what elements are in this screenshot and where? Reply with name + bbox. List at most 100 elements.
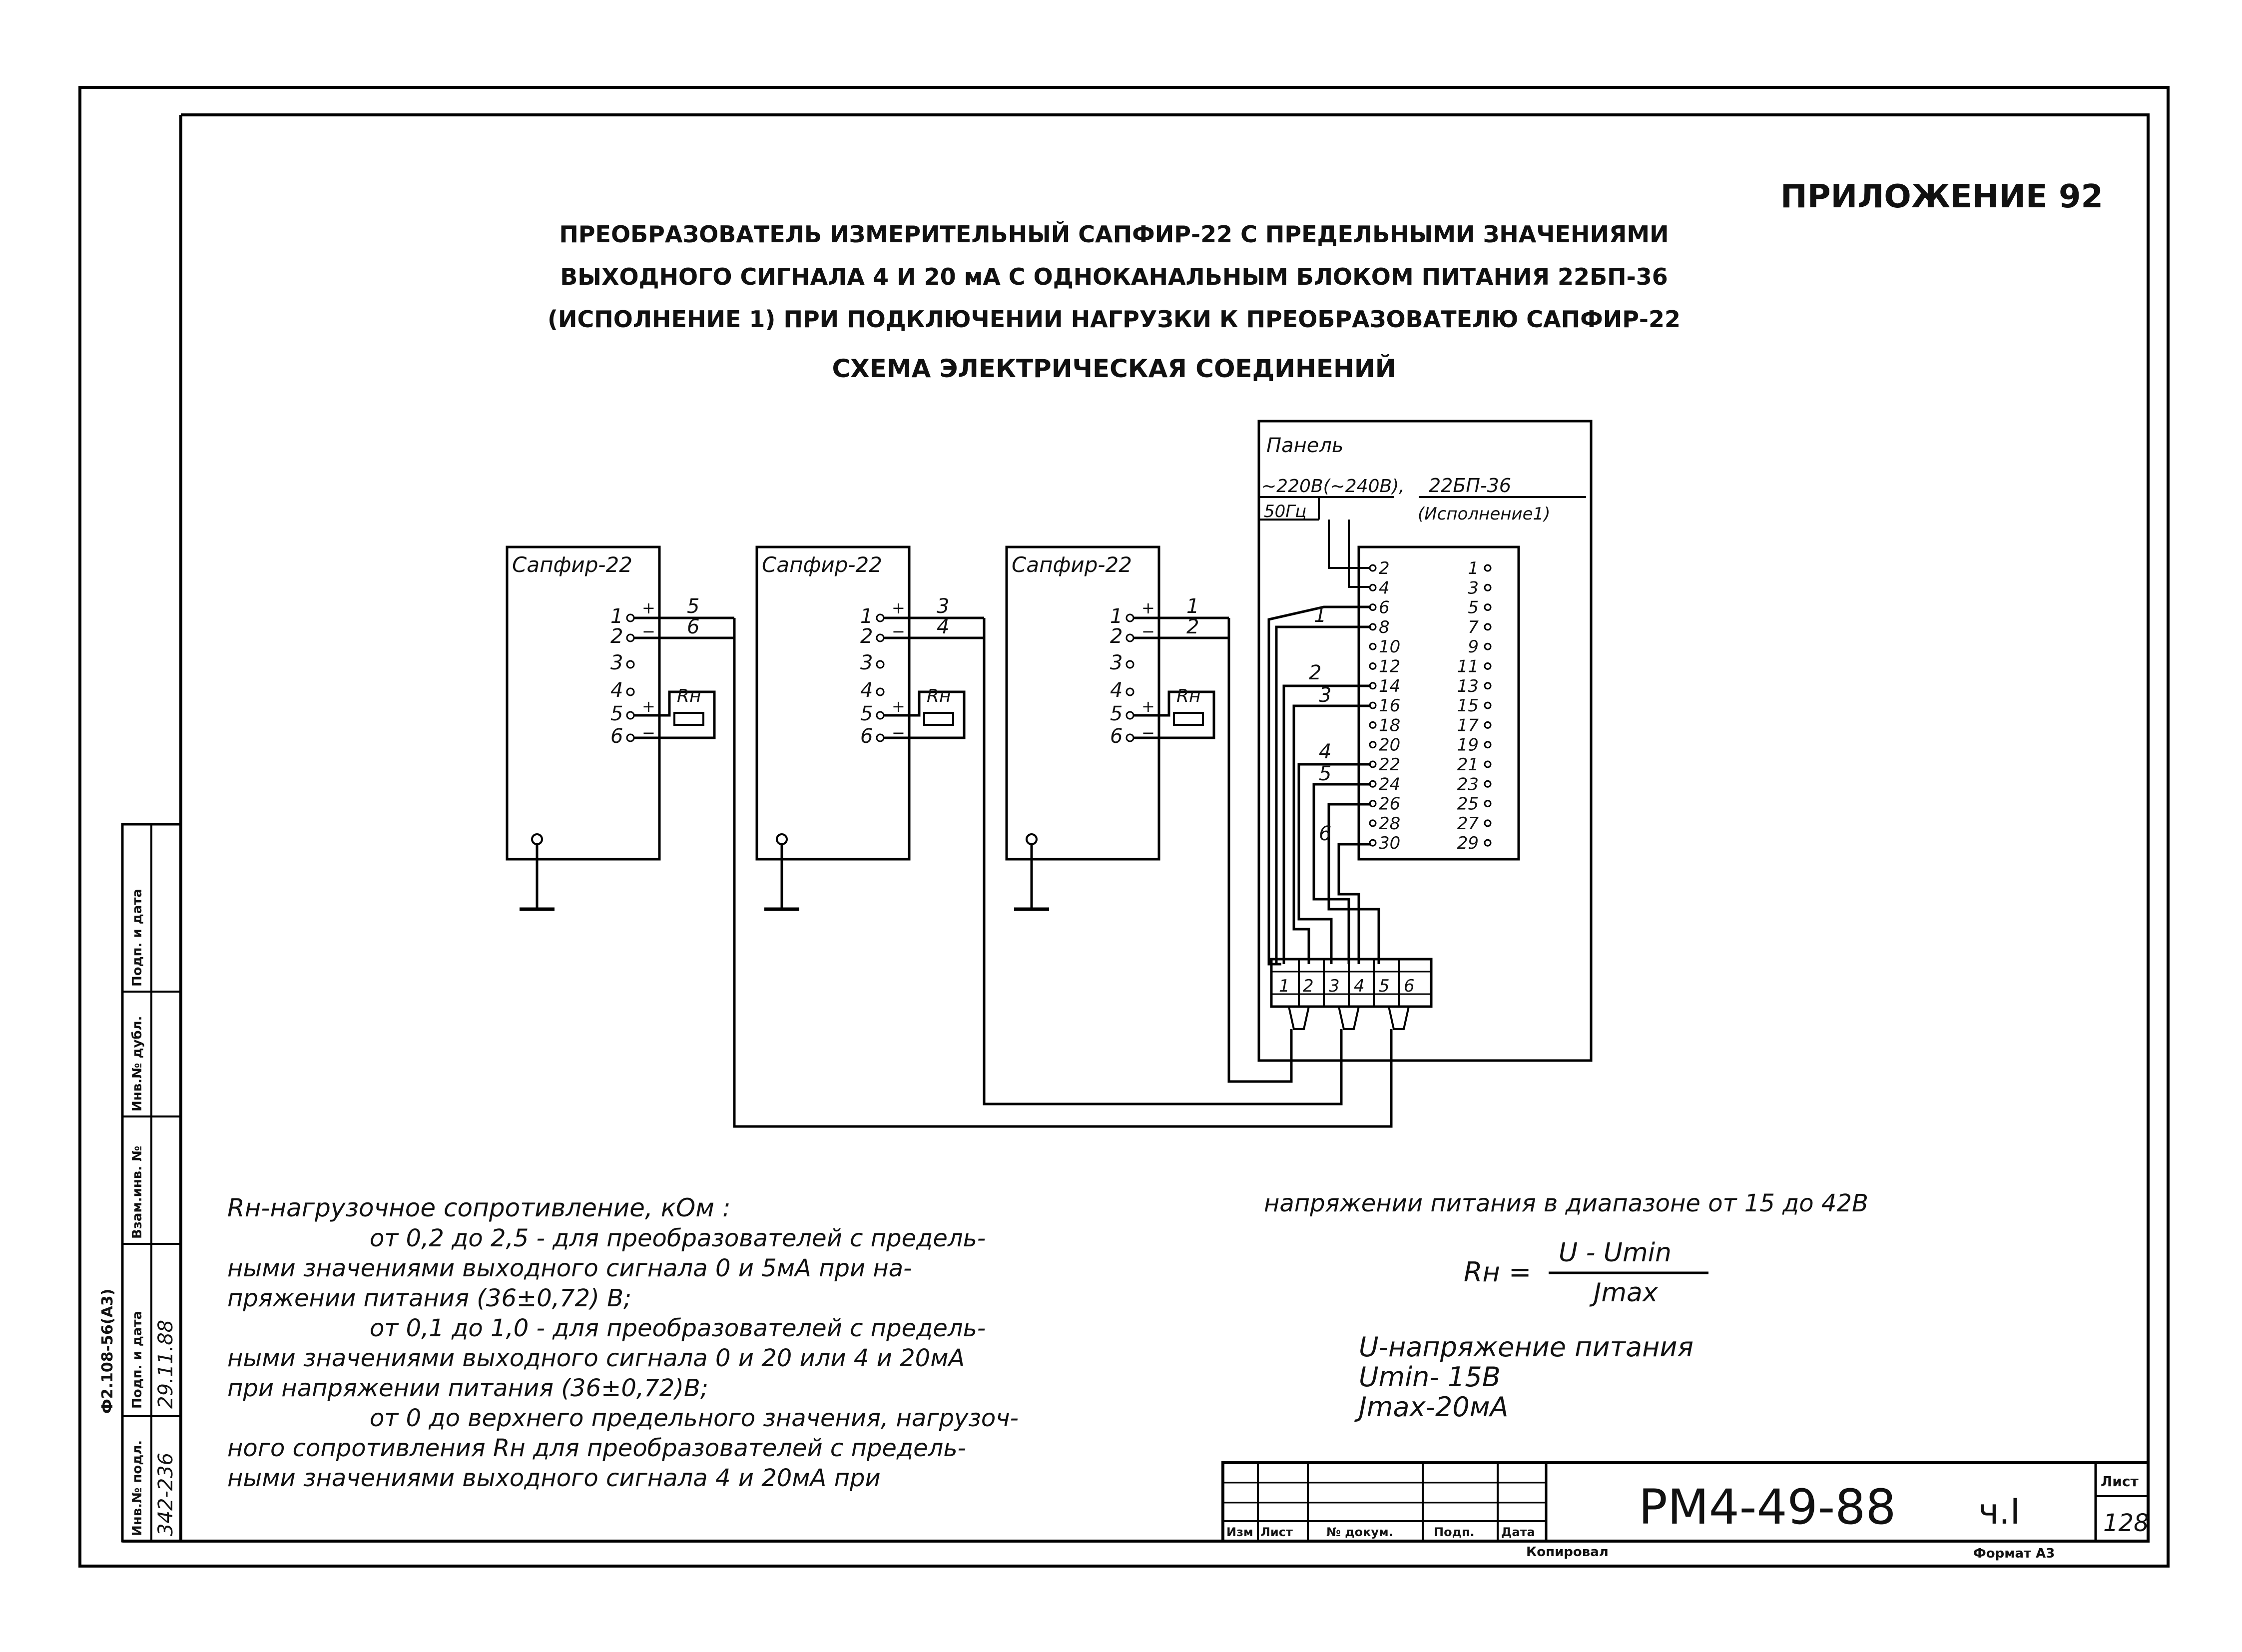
s1-term-3: 3 [610, 651, 623, 674]
formula-denominator: Jmax [1589, 1278, 1659, 1308]
stamp-date-value: 29.11.88 [154, 1320, 177, 1409]
note-l8: от 0 до верхнего предельного значения, н… [370, 1404, 1019, 1432]
unit-terminal-left-label: 8 [1379, 617, 1390, 637]
note-r4: Jmax-20мА [1354, 1391, 1508, 1423]
unit-terminal-left-label: 12 [1379, 657, 1400, 677]
sensor-1: Сапфир-22 [506, 546, 661, 911]
conn-2a: 3 [1329, 976, 1340, 996]
unit-terminal-right-23 [1484, 780, 1492, 788]
note-r2: U-напряжение питания [1359, 1331, 1693, 1363]
unit-terminal-right-label: 19 [1457, 735, 1479, 755]
tb-format: Формат А3 [1973, 1546, 2055, 1561]
unit-terminal-right-label: 25 [1457, 794, 1479, 814]
panel-label: Панель [1266, 434, 1344, 457]
s1-term-6: 6 [610, 725, 623, 748]
s2-term-1: 1 [860, 605, 873, 628]
panel-unit-sub: (Исполнение1) [1418, 504, 1550, 524]
unit-terminal-right-label: 29 [1457, 833, 1479, 853]
stamp-podp-data-2: Подп. и дата [130, 889, 145, 987]
notes-right: напряжении питания в диапазоне от 15 до … [1264, 1189, 1868, 1423]
formula-numerator: U - Umin [1559, 1238, 1672, 1268]
conn-3b: 6 [1404, 976, 1415, 996]
tb-col-list: Лист [1260, 1525, 1293, 1539]
tb-part: ч.I [1978, 1491, 2020, 1532]
unit-terminal-left-18 [1369, 721, 1377, 729]
title-line-3: (ИСПОЛНЕНИЕ 1) ПРИ ПОДКЛЮЧЕНИИ НАГРУЗКИ … [548, 306, 1681, 333]
unit-terminal-left-label: 4 [1379, 578, 1390, 598]
unit-terminal-right-19 [1484, 741, 1492, 749]
unit-terminal-left-20 [1369, 741, 1377, 749]
unit-terminal-right-9 [1484, 642, 1492, 650]
inner-frame [122, 113, 2150, 1543]
notes-left: Rн-нагрузочное сопротивление, кОм : от 0… [227, 1193, 1019, 1492]
unit-terminal-right-5 [1484, 603, 1492, 611]
unit-terminal-left-2 [1369, 564, 1377, 572]
note-l2: от 0,2 до 2,5 - для преобразователей с п… [370, 1224, 986, 1252]
s1-term-4: 4 [610, 679, 623, 702]
sensor-2: Сапфир-22 [755, 546, 911, 911]
stamp-inv-podl: Инв.№ подл. [130, 1440, 145, 1536]
unit-terminal-right-25 [1484, 800, 1492, 808]
tb-sheet-number: 128 [2103, 1509, 2149, 1537]
panel-wire-4: 4 [1319, 740, 1331, 763]
sensor-2-terminals: 1 2 3 4 5 6 + − + − [860, 598, 905, 748]
unit-terminal-left-label: 24 [1379, 774, 1400, 794]
s2-term-3: 3 [860, 651, 873, 674]
s3-term-4: 4 [1110, 679, 1122, 702]
s2-wire-a: 3 [937, 595, 949, 618]
sensor-2-label: Сапфир-22 [762, 552, 882, 577]
svg-text:+: + [892, 598, 905, 617]
s2-term-4: 4 [860, 679, 873, 702]
s3-wire-a: 1 [1186, 595, 1199, 618]
unit-terminal-right-29 [1484, 839, 1492, 847]
s1-term-5: 5 [610, 702, 623, 725]
tb-col-date: Дата [1501, 1525, 1535, 1539]
panel-wire-3: 3 [1319, 684, 1331, 707]
unit-terminal-right-3 [1484, 583, 1492, 591]
unit-terminal-left-label: 30 [1379, 833, 1400, 853]
conn-3a: 5 [1379, 976, 1390, 996]
note-r1: напряжении питания в диапазоне от 15 до … [1264, 1189, 1868, 1217]
stamp-inv-dubl: Инв.№ дубл. [130, 1016, 145, 1111]
unit-terminal-right-label: 3 [1468, 578, 1479, 598]
note-l7: при напряжении питания (36±0,72)В; [227, 1374, 708, 1402]
s3-term-3: 3 [1110, 651, 1122, 674]
s1-term-2: 2 [610, 625, 623, 648]
unit-terminal-right-17 [1484, 721, 1492, 729]
svg-text:+: + [1141, 598, 1155, 617]
note-l3: ными значениями выходного сигнала 0 и 5м… [227, 1254, 912, 1282]
power-unit-block [1357, 546, 1520, 861]
unit-terminal-left-label: 6 [1379, 598, 1390, 618]
side-stamp: Инв.№ подл. Подп. и дата Взам.инв. № Инв… [99, 823, 182, 1543]
unit-terminal-right-21 [1484, 760, 1492, 768]
s1-load-label: Rн [677, 686, 701, 706]
panel-freq: 50Гц [1264, 502, 1306, 522]
tb-doc-number: РМ4-49-88 [1639, 1479, 1896, 1535]
unit-terminal-right-label: 27 [1457, 814, 1479, 834]
unit-terminal-right-label: 9 [1468, 637, 1479, 657]
s3-load-label: Rн [1176, 686, 1201, 706]
title-line-1: ПРЕОБРАЗОВАТЕЛЬ ИЗМЕРИТЕЛЬНЫЙ САПФИР-22 … [559, 221, 1669, 248]
stamp-code: Ф2.108-56(А3) [99, 1289, 116, 1414]
s1-term-1: 1 [610, 605, 623, 628]
unit-terminal-right-label: 7 [1468, 617, 1479, 637]
unit-terminal-left-label: 16 [1379, 696, 1400, 716]
unit-terminal-left-label: 20 [1379, 735, 1400, 755]
unit-terminal-left-30 [1369, 839, 1377, 847]
s3-term-1: 1 [1110, 605, 1122, 628]
conn-1a: 1 [1279, 976, 1290, 996]
panel-wire-1: 1 [1314, 604, 1326, 627]
unit-terminal-left-label: 10 [1379, 637, 1400, 657]
conn-1b: 2 [1303, 976, 1314, 996]
svg-text:+: + [642, 598, 655, 617]
unit-terminal-left-label: 22 [1379, 755, 1400, 775]
sensor-3: Сапфир-22 [1005, 546, 1160, 911]
unit-terminal-right-15 [1484, 701, 1492, 709]
s2-load-label: Rн [927, 686, 951, 706]
unit-terminal-right-label: 11 [1457, 657, 1479, 677]
unit-terminal-right-label: 23 [1457, 774, 1479, 794]
unit-terminal-right-label: 1 [1468, 558, 1479, 578]
s1-wire-b: 6 [687, 615, 699, 638]
sensor-3-wires [1133, 616, 1293, 1083]
